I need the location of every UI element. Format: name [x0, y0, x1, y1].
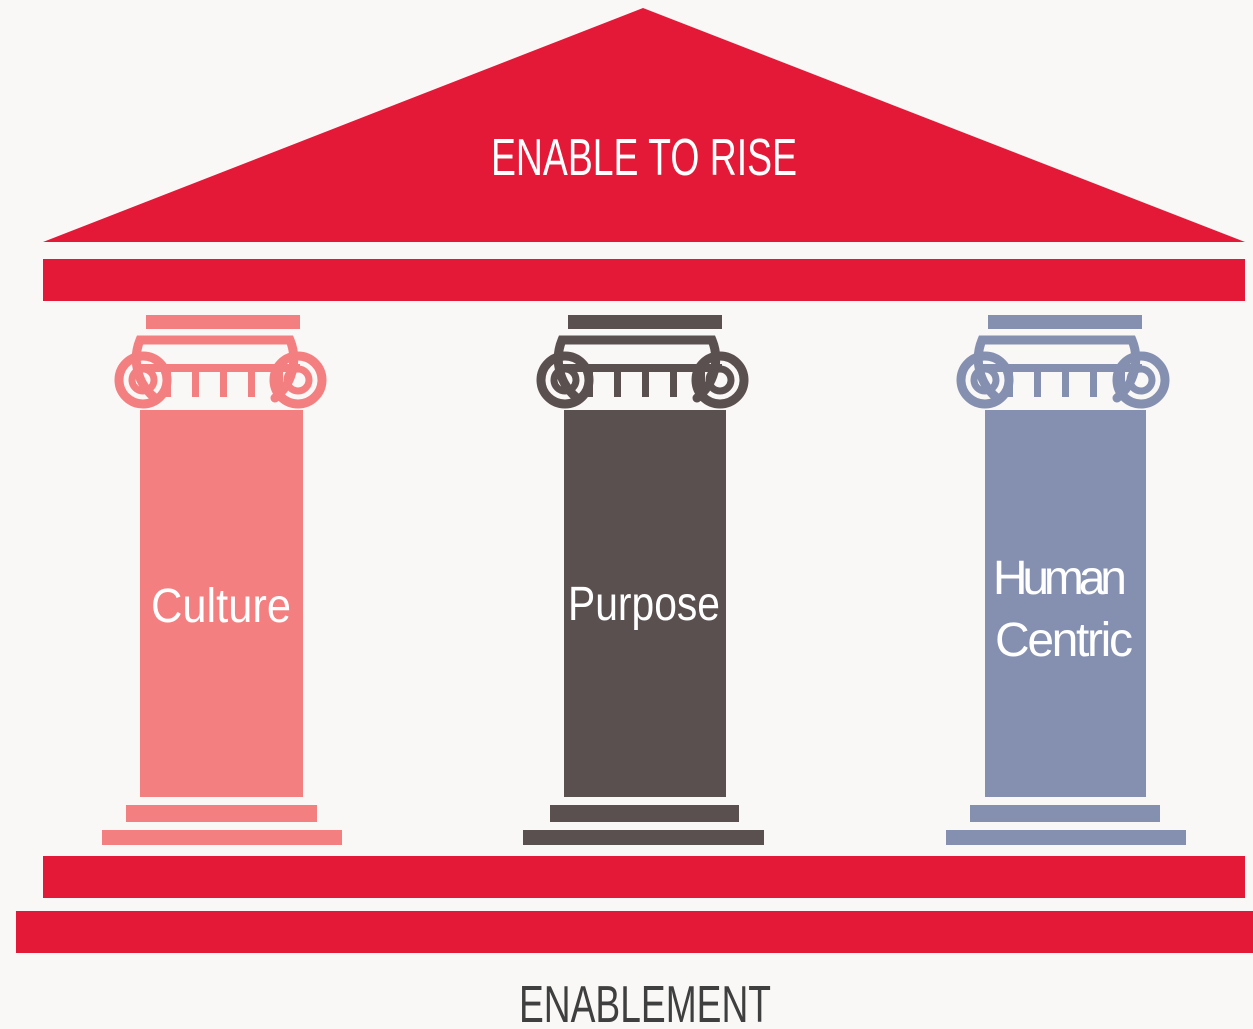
pillar-volute: [269, 351, 327, 409]
pillar-purpose: [523, 315, 764, 845]
pillar-capital-tooth: [192, 372, 199, 397]
pillar-label-line: Centric: [995, 614, 1133, 667]
pillar-capital-tooth: [586, 372, 593, 397]
stylobate-lower: [16, 911, 1253, 953]
roof-title: ENABLE TO RISE: [491, 129, 797, 187]
pillar-abacus: [568, 315, 722, 329]
pillar-label-human-centric: Human Centric: [993, 552, 1135, 667]
pillar-capital-tooth: [1118, 372, 1125, 397]
pillar-culture: [102, 315, 342, 845]
pillar-label-culture: Culture: [151, 580, 291, 633]
pillar-abacus: [146, 315, 300, 329]
pillar-capital-tooth: [164, 372, 171, 397]
pillar-capital-band: [982, 364, 1142, 372]
pillar-label-line: Human: [993, 552, 1127, 605]
pillar-abacus: [988, 315, 1142, 329]
pillar-shaft: [140, 410, 303, 797]
pillar-capital-tooth: [1006, 372, 1013, 397]
pillar-volute: [691, 351, 749, 409]
pillar-capital-tooth: [1090, 372, 1097, 397]
pillar-capital-tooth: [614, 372, 621, 397]
pillar-base-upper: [970, 805, 1160, 822]
pillar-capital-tooth: [1034, 372, 1041, 397]
pillar-human-centric: [946, 315, 1186, 845]
pillar-shaft: [985, 410, 1146, 797]
pillar-capital-band: [140, 364, 300, 372]
pillar-volute: [1112, 351, 1170, 409]
roof: [43, 8, 1245, 242]
pillar-capital-tooth: [698, 372, 705, 397]
pillar-base-upper: [550, 805, 739, 822]
foundation-label: ENABLEMENT: [519, 976, 771, 1029]
pillar-capital-tooth: [220, 372, 227, 397]
architrave: [43, 259, 1245, 301]
pillar-capital-tooth: [276, 372, 283, 397]
pillar-shaft: [564, 410, 726, 797]
pillar-capital-band: [562, 364, 722, 372]
pillar-base-lower: [946, 830, 1186, 845]
pillar-capital-tooth: [1062, 372, 1069, 397]
pillar-base-upper: [126, 805, 317, 822]
pillar-capital-tooth: [642, 372, 649, 397]
pillar-capital-tooth: [670, 372, 677, 397]
pillar-base-lower: [523, 830, 764, 845]
pillar-capital-tooth: [248, 372, 255, 397]
pillar-base-lower: [102, 830, 342, 845]
stylobate-upper: [43, 856, 1245, 898]
pillar-label-purpose: Purpose: [568, 578, 720, 631]
